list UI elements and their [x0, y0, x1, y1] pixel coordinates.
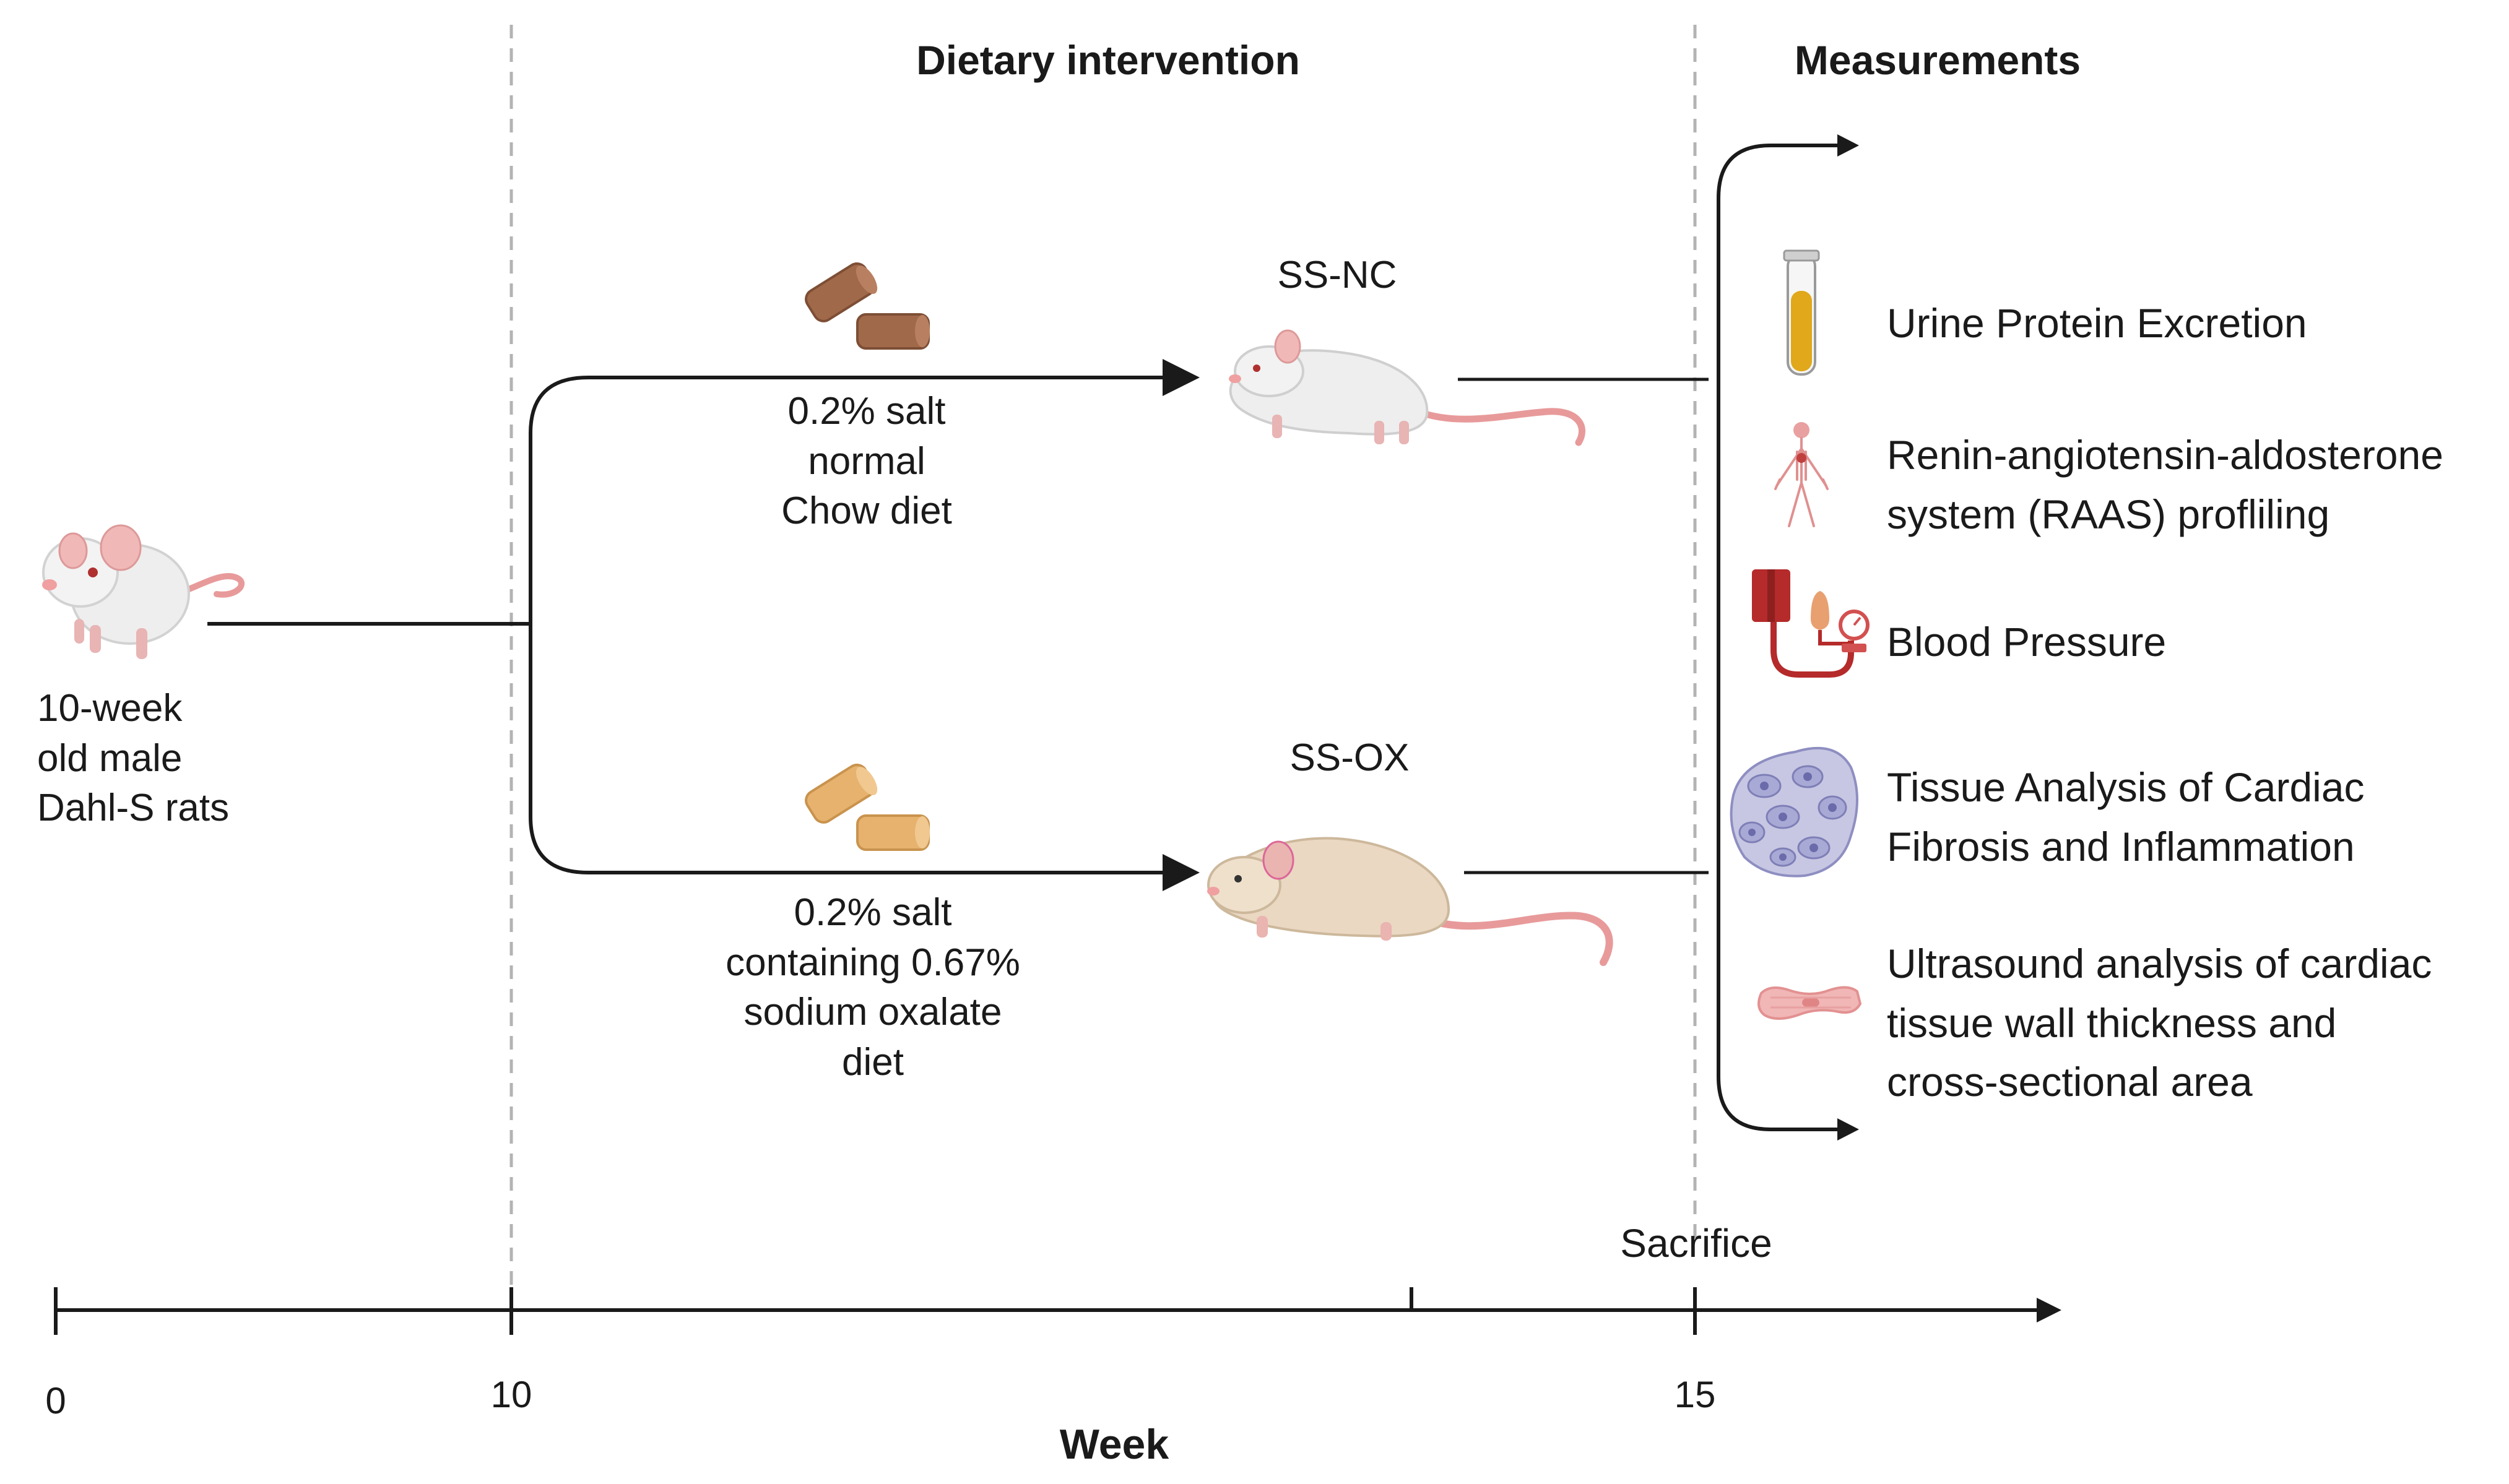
- week-axis-label: Week: [1059, 1421, 1169, 1468]
- bracket-arrowhead-top: [1837, 134, 1859, 157]
- tick-label-0: 0: [45, 1380, 66, 1421]
- ss-nc-rat-icon: [1229, 329, 1585, 446]
- measurement-blood-pressure: Blood Pressure: [1887, 619, 2167, 665]
- measurements-header: Measurements: [1794, 37, 2081, 83]
- ss-ox-group-name: SS-OX: [1289, 736, 1410, 779]
- tick-label-15: 15: [1674, 1374, 1716, 1415]
- chow-pellets-icon: [805, 262, 930, 350]
- oxalate-pellets-icon: [805, 764, 930, 851]
- branch-arrow-ss-nc: [529, 359, 1200, 624]
- measurement-raas-profiling: Renin-angiotensin-aldosterone system (RA…: [1887, 432, 2443, 537]
- ss-nc-diet-label: 0.2% salt normal Chow diet: [781, 390, 952, 533]
- urine-tube-icon: [1783, 249, 1820, 376]
- measurement-bracket: [1717, 144, 1848, 1131]
- measurement-urine-protein: Urine Protein Excretion: [1887, 300, 2307, 346]
- bracket-arrowhead-bottom: [1837, 1118, 1859, 1141]
- ss-ox-rat-icon: [1207, 837, 1613, 966]
- ss-nc-group-name: SS-NC: [1277, 254, 1397, 296]
- dietary-intervention-header: Dietary intervention: [916, 37, 1300, 83]
- start-rat-icon: [42, 524, 245, 659]
- vascular-system-icon: [1774, 422, 1829, 527]
- tissue-cells-icon: [1730, 746, 1858, 878]
- tick-label-10: 10: [490, 1374, 532, 1415]
- blood-pressure-cuff-icon: [1752, 569, 1870, 678]
- measurement-tissue-analysis: Tissue Analysis of Cardiac Fibrosis and …: [1887, 764, 2365, 869]
- sacrifice-label: Sacrifice: [1620, 1221, 1772, 1266]
- start-group-label: 10-week old male Dahl-S rats: [37, 687, 230, 830]
- timeline-arrowhead: [2037, 1298, 2061, 1322]
- branch-arrow-ss-ox: [529, 624, 1200, 891]
- ss-ox-diet-label: 0.2% salt containing 0.67% sodium oxalat…: [726, 891, 1020, 1084]
- cardiac-tissue-icon: [1757, 986, 1862, 1020]
- measurement-ultrasound: Ultrasound analysis of cardiac tissue wa…: [1887, 941, 2432, 1105]
